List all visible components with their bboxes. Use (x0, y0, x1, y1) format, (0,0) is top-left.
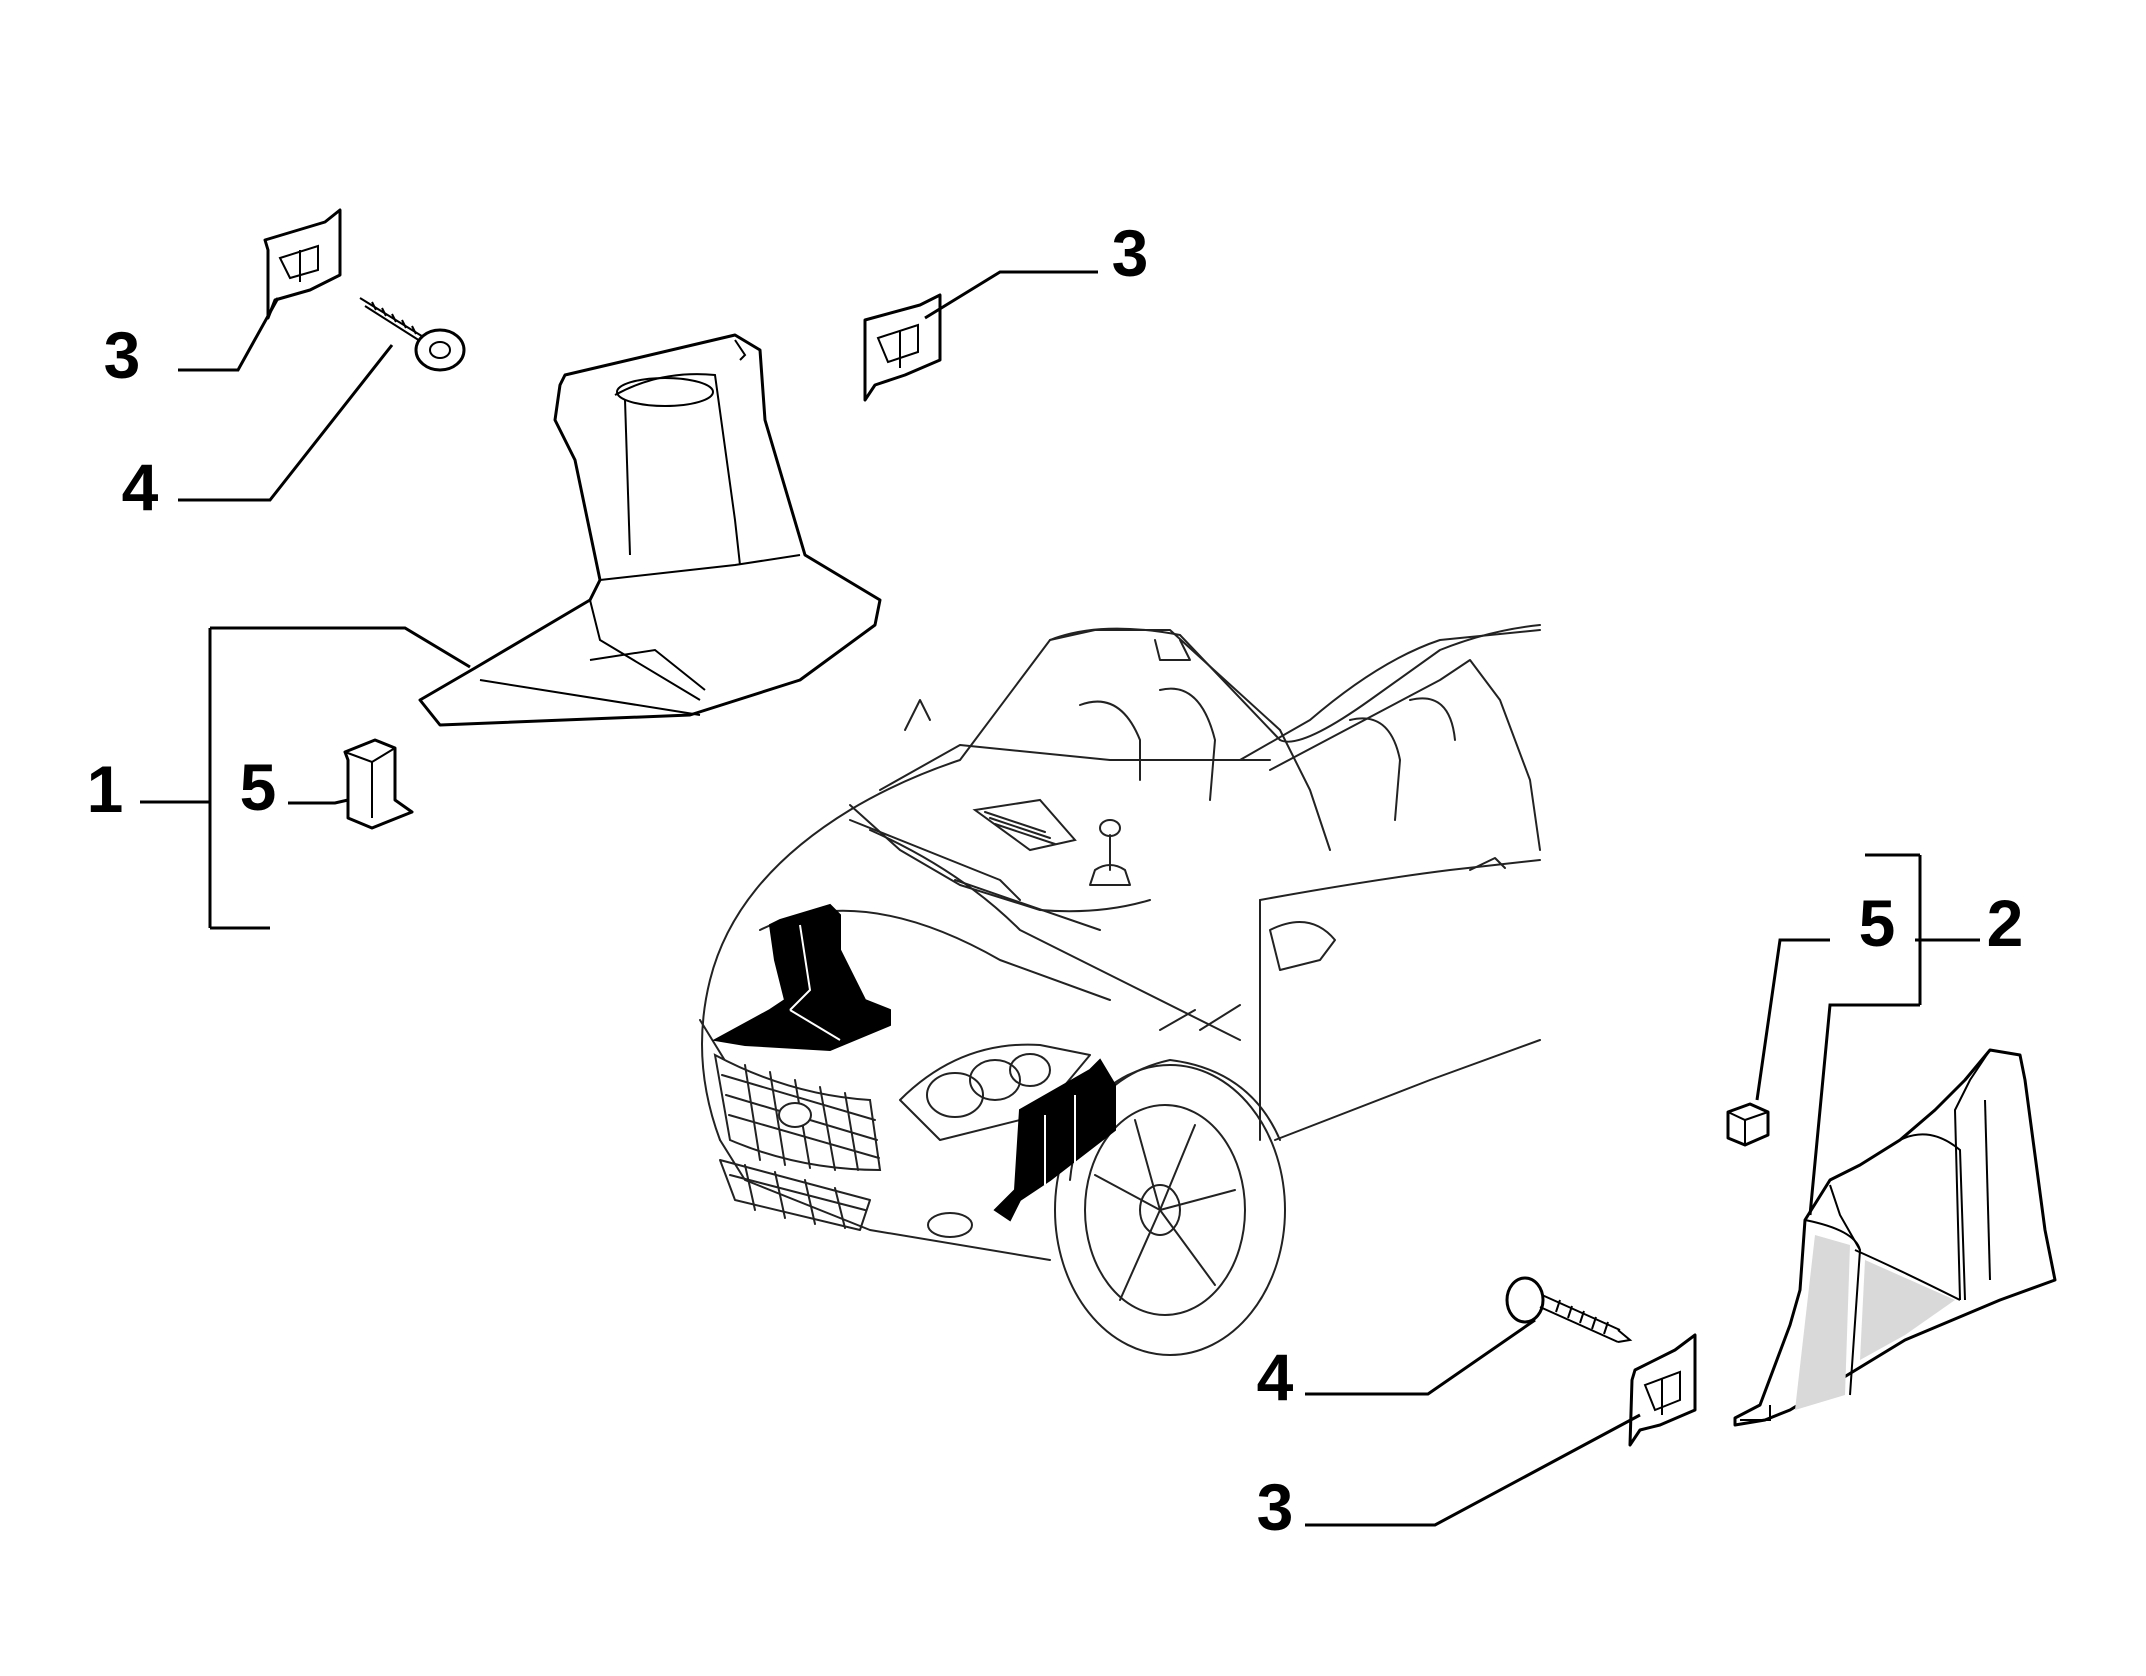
callout-1: 1 (87, 752, 124, 826)
callout-3-bottom: 3 (1257, 1470, 1294, 1544)
car-drawing (699, 624, 1541, 1356)
leader-5-left (288, 798, 349, 805)
callout-4-top: 4 (122, 450, 159, 524)
clip-top-right-drawing (863, 293, 942, 402)
leader-4-bottom (1305, 1318, 1536, 1396)
callout-5-right: 5 (1859, 886, 1896, 960)
leader-5-right (1755, 938, 1830, 1101)
leader-3-top-right (924, 270, 1098, 320)
clip-top-left-drawing (263, 208, 342, 320)
leader-lines (140, 270, 1980, 1527)
callout-2: 2 (1987, 886, 2024, 960)
screw-top-drawing (359, 297, 466, 372)
nut-left-drawing (343, 738, 414, 830)
shield-right-drawing (1733, 1048, 2057, 1427)
leader-4-top (178, 344, 394, 502)
screw-bottom-drawing (1505, 1276, 1633, 1343)
shield-left-drawing (418, 333, 882, 727)
leader-3-bottom (1305, 1413, 1641, 1527)
callout-3-top-right: 3 (1112, 216, 1149, 290)
leader-3-top-left (178, 297, 280, 372)
nut-right-drawing (1726, 1102, 1770, 1147)
callout-4-bottom: 4 (1257, 1340, 1294, 1414)
callout-3-top-left: 3 (104, 318, 141, 392)
bracket-2 (1808, 853, 1980, 1216)
callout-5-left: 5 (240, 750, 277, 824)
bracket-1 (140, 626, 471, 930)
clip-bottom-drawing (1628, 1333, 1697, 1447)
